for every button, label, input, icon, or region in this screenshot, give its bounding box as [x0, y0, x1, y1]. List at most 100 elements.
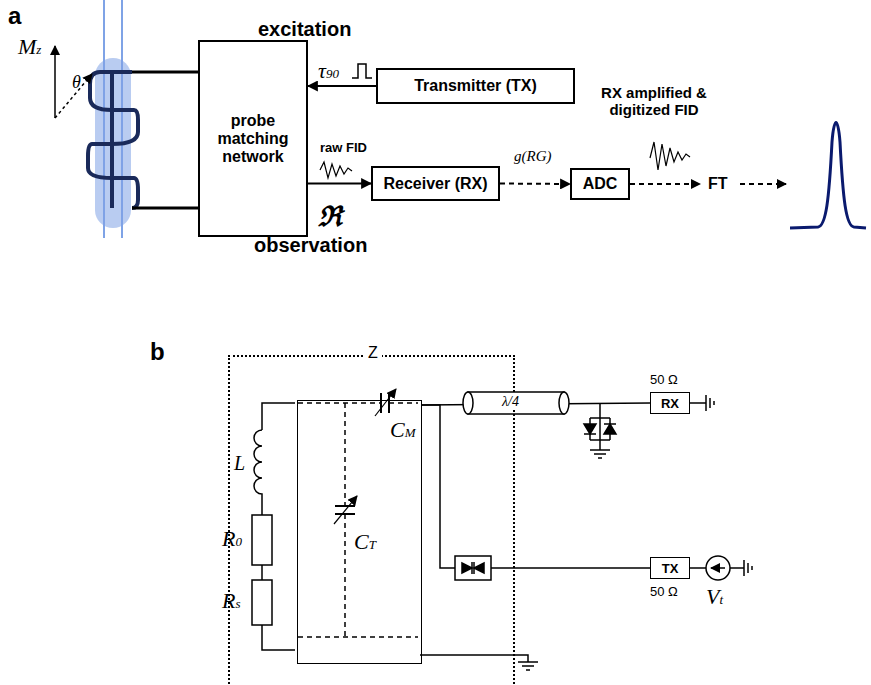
- crossed-diodes: [604, 424, 616, 434]
- crossed-diodes: [590, 439, 610, 441]
- crossed-diodes: [455, 418, 616, 580]
- pulse-label: τ90: [318, 58, 339, 84]
- coil-lead: [132, 71, 198, 74]
- variable-capacitor: [335, 505, 355, 507]
- ground-symbol: [590, 449, 610, 451]
- transmitter-box: Transmitter (TX): [376, 68, 575, 104]
- impedance-region: ZCMCT: [228, 355, 515, 685]
- pulse-symbol: [352, 64, 372, 78]
- signal-flow-arrow: [740, 183, 786, 185]
- fid-signal: [650, 142, 690, 170]
- circuit-wire: [420, 655, 528, 662]
- tx-port-box: TX: [650, 557, 690, 579]
- node-text: ADC: [583, 175, 618, 193]
- signal-flow-arrow: [630, 183, 700, 185]
- coax-cable: [463, 392, 569, 414]
- adc-box: ADC: [570, 168, 630, 200]
- dashed-capacitor-network: [298, 636, 418, 638]
- ground-symbol: [743, 560, 745, 576]
- circuit-wire: [261, 565, 263, 580]
- circuit-wire: [252, 403, 744, 662]
- sample-tube: [95, 0, 131, 238]
- coax-cable: [559, 392, 569, 414]
- coax-cable: [468, 392, 564, 414]
- node-text: TX: [662, 561, 679, 576]
- crossed-diodes: [474, 563, 484, 573]
- voltage-source: [706, 556, 730, 580]
- circuit-wire: [690, 567, 706, 569]
- component-label: R0: [222, 526, 242, 552]
- spectrum-peak: [790, 123, 866, 229]
- fid-signal: [320, 162, 352, 178]
- circuit-wire: [262, 625, 295, 650]
- dashed-capacitor-network: [389, 402, 418, 404]
- rf-coil: [88, 72, 138, 208]
- dashed-capacitor-network: [298, 402, 381, 404]
- circuit-wire: [252, 580, 272, 625]
- component-label: L: [234, 452, 245, 475]
- ground-symbol: [594, 453, 606, 455]
- circuit-wire: [599, 403, 601, 450]
- circuit-wire: [690, 402, 706, 404]
- rx-port-box: RX: [650, 392, 690, 414]
- impedance-value: 50 Ω: [650, 372, 678, 387]
- ground-symbol: [751, 566, 753, 570]
- node-text: probe matching network: [203, 112, 303, 166]
- transmit-line: [422, 405, 650, 568]
- dashed-capacitor-network: [298, 403, 418, 637]
- digitize-arrow: [500, 183, 570, 186]
- node-text: CM: [390, 417, 416, 443]
- circuit-wire: [254, 430, 262, 515]
- angle-label: θ: [72, 72, 81, 93]
- voltage-source: [711, 567, 725, 569]
- coil-lead: [132, 207, 198, 210]
- crossed-diodes: [584, 433, 596, 435]
- ground-symbol: [705, 395, 707, 411]
- edge-label: raw FID: [318, 140, 369, 155]
- dashed-capacitor-network: [344, 403, 346, 506]
- ground-symbol: [518, 395, 752, 670]
- section-heading: excitation: [258, 18, 351, 41]
- magnetization-label: Mz: [18, 34, 41, 60]
- rf-coil: [88, 72, 138, 208]
- ground-symbol: [709, 398, 711, 408]
- coil-lead: [132, 72, 198, 208]
- rf-coil: [110, 72, 114, 208]
- ground-symbol: [598, 457, 602, 459]
- crossed-diodes: [455, 556, 491, 580]
- source-label: Vt: [706, 584, 723, 610]
- variable-capacitor: [388, 393, 390, 413]
- ground-symbol: [713, 401, 715, 405]
- ground-symbol: [747, 563, 749, 573]
- ground-symbol: [518, 661, 538, 663]
- edge-label: g(RG): [512, 148, 554, 165]
- component-label: Rs: [222, 588, 241, 614]
- voltage-source: [706, 556, 730, 580]
- panel-letter: b: [150, 338, 165, 366]
- variable-capacitor: [334, 496, 357, 524]
- coax-label: λ/4: [500, 394, 521, 410]
- signal-note: RX amplified & digitized FID: [588, 84, 720, 118]
- matching-network-box: probe matching network: [198, 40, 308, 237]
- coax-cable: [463, 392, 473, 414]
- panel-letter: a: [8, 2, 21, 30]
- circuit-wire: [252, 515, 272, 565]
- ground-symbol: [522, 665, 534, 667]
- variable-capacitor: [334, 389, 396, 524]
- signal-arrow: [308, 183, 371, 185]
- tuning-matching-box: CM CT: [297, 400, 422, 664]
- node-text: CT: [354, 529, 376, 555]
- crossed-diodes: [584, 424, 596, 434]
- variable-capacitor: [335, 513, 355, 515]
- node-text: Transmitter (TX): [414, 77, 537, 95]
- dashed-capacitor-network: [344, 514, 346, 637]
- excitation-arrow: [308, 85, 376, 87]
- magnetization-arrow: [55, 46, 92, 118]
- magnetization-arrow: [54, 46, 56, 118]
- node-text: Z: [364, 344, 382, 362]
- node-text: Receiver (RX): [383, 175, 487, 193]
- section-heading: observation: [254, 234, 367, 257]
- circuit-wire: [730, 567, 744, 569]
- crossed-diodes: [462, 563, 472, 573]
- impedance-value: 50 Ω: [650, 584, 678, 599]
